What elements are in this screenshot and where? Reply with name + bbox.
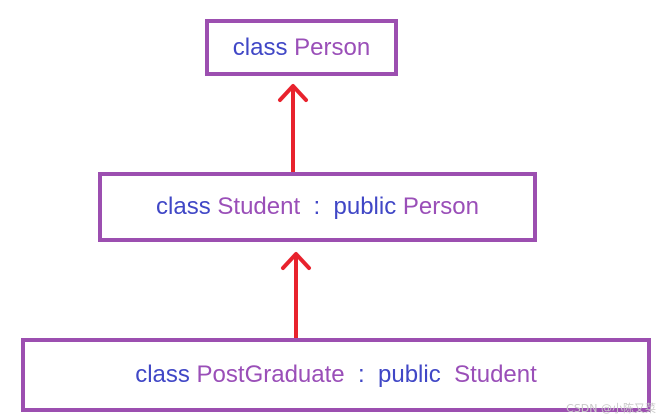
class-label-student: class Student : public Person	[156, 195, 479, 219]
keyword-public: public	[378, 361, 441, 388]
arrow-postgraduate-to-student	[281, 252, 311, 338]
class-name: PostGraduate	[196, 361, 345, 388]
class-label-postgraduate: class PostGraduate : public Student	[135, 363, 537, 387]
inheritance-colon: :	[357, 361, 365, 388]
class-box-person: class Person	[205, 19, 398, 76]
base-class-name: Person	[402, 193, 479, 220]
keyword-class: class	[135, 361, 190, 388]
base-class-name: Student	[454, 361, 537, 388]
arrow-head	[278, 84, 308, 102]
class-box-postgraduate: class PostGraduate : public Student	[21, 338, 651, 412]
class-name: Student	[217, 193, 301, 220]
keyword-class: class	[232, 33, 288, 61]
keyword-class: class	[156, 193, 211, 220]
keyword-public: public	[333, 193, 397, 220]
class-name: Person	[294, 33, 371, 61]
inheritance-colon: :	[313, 193, 321, 220]
arrow-student-to-person	[278, 84, 308, 172]
class-box-student: class Student : public Person	[98, 172, 537, 242]
class-label-person: class Person	[232, 33, 371, 61]
arrow-head	[281, 252, 311, 270]
watermark: CSDN @小陈又菜	[566, 402, 656, 415]
